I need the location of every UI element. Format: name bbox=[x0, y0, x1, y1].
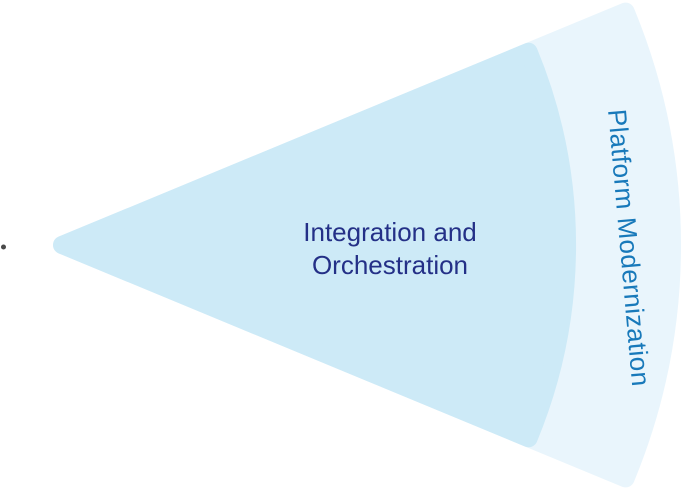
inner-cone-label-line1: Integration and bbox=[303, 217, 476, 247]
left-edge-dot bbox=[1, 244, 6, 250]
inner-cone-label-line2: Orchestration bbox=[312, 250, 468, 280]
inner-cone-shape bbox=[53, 42, 577, 448]
